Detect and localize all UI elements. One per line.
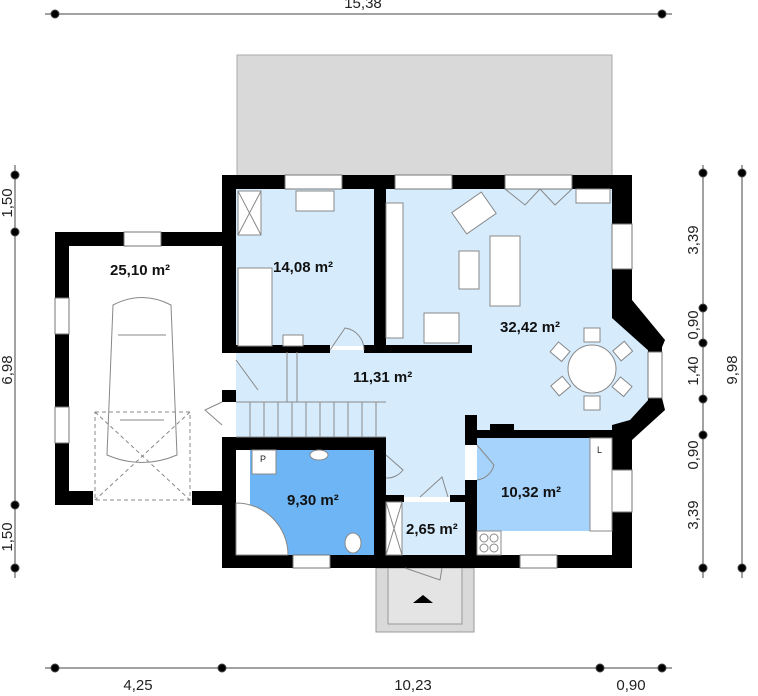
windows [54,174,663,569]
vestibule-area: 2,65 m² [406,521,458,538]
dim-right-5: 3,39 [685,500,702,529]
terrace [236,54,613,178]
living-area: 32,42 m² [500,319,560,336]
dim-left-3: 1,50 [0,522,16,551]
dimension-lines [10,9,747,673]
bathroom-area: 9,30 m² [287,492,339,509]
bedroom-area: 14,08 m² [273,259,333,276]
dim-right-2: 0,90 [685,310,702,339]
dim-top-total: 15,38 [344,0,382,12]
dim-left-1: 1,50 [0,188,16,217]
dim-bottom-1: 4,25 [123,677,152,694]
bath-p-label: P [260,454,266,464]
car-icon [94,297,191,501]
dim-right-1: 3,39 [685,225,702,254]
garage-area: 25,10 m² [110,262,170,279]
kitchen-l-label: L [597,445,602,455]
dim-left-2: 6,98 [0,355,16,384]
dim-bottom-2: 10,23 [394,677,432,694]
dim-right-3: 1,40 [685,356,702,385]
furniture [94,188,634,581]
kitchen-area: 10,32 m² [501,484,561,501]
dim-right-4: 0,90 [685,440,702,469]
dining-table [567,344,617,394]
dim-bottom-3: 0,90 [616,677,645,694]
entrance-arrow-icon [413,595,433,603]
dim-right-total: 9,98 [724,355,741,384]
kitchen-floor [477,438,590,531]
vestibule-floor [402,502,465,555]
hall-area: 11,31 m² [353,369,412,386]
